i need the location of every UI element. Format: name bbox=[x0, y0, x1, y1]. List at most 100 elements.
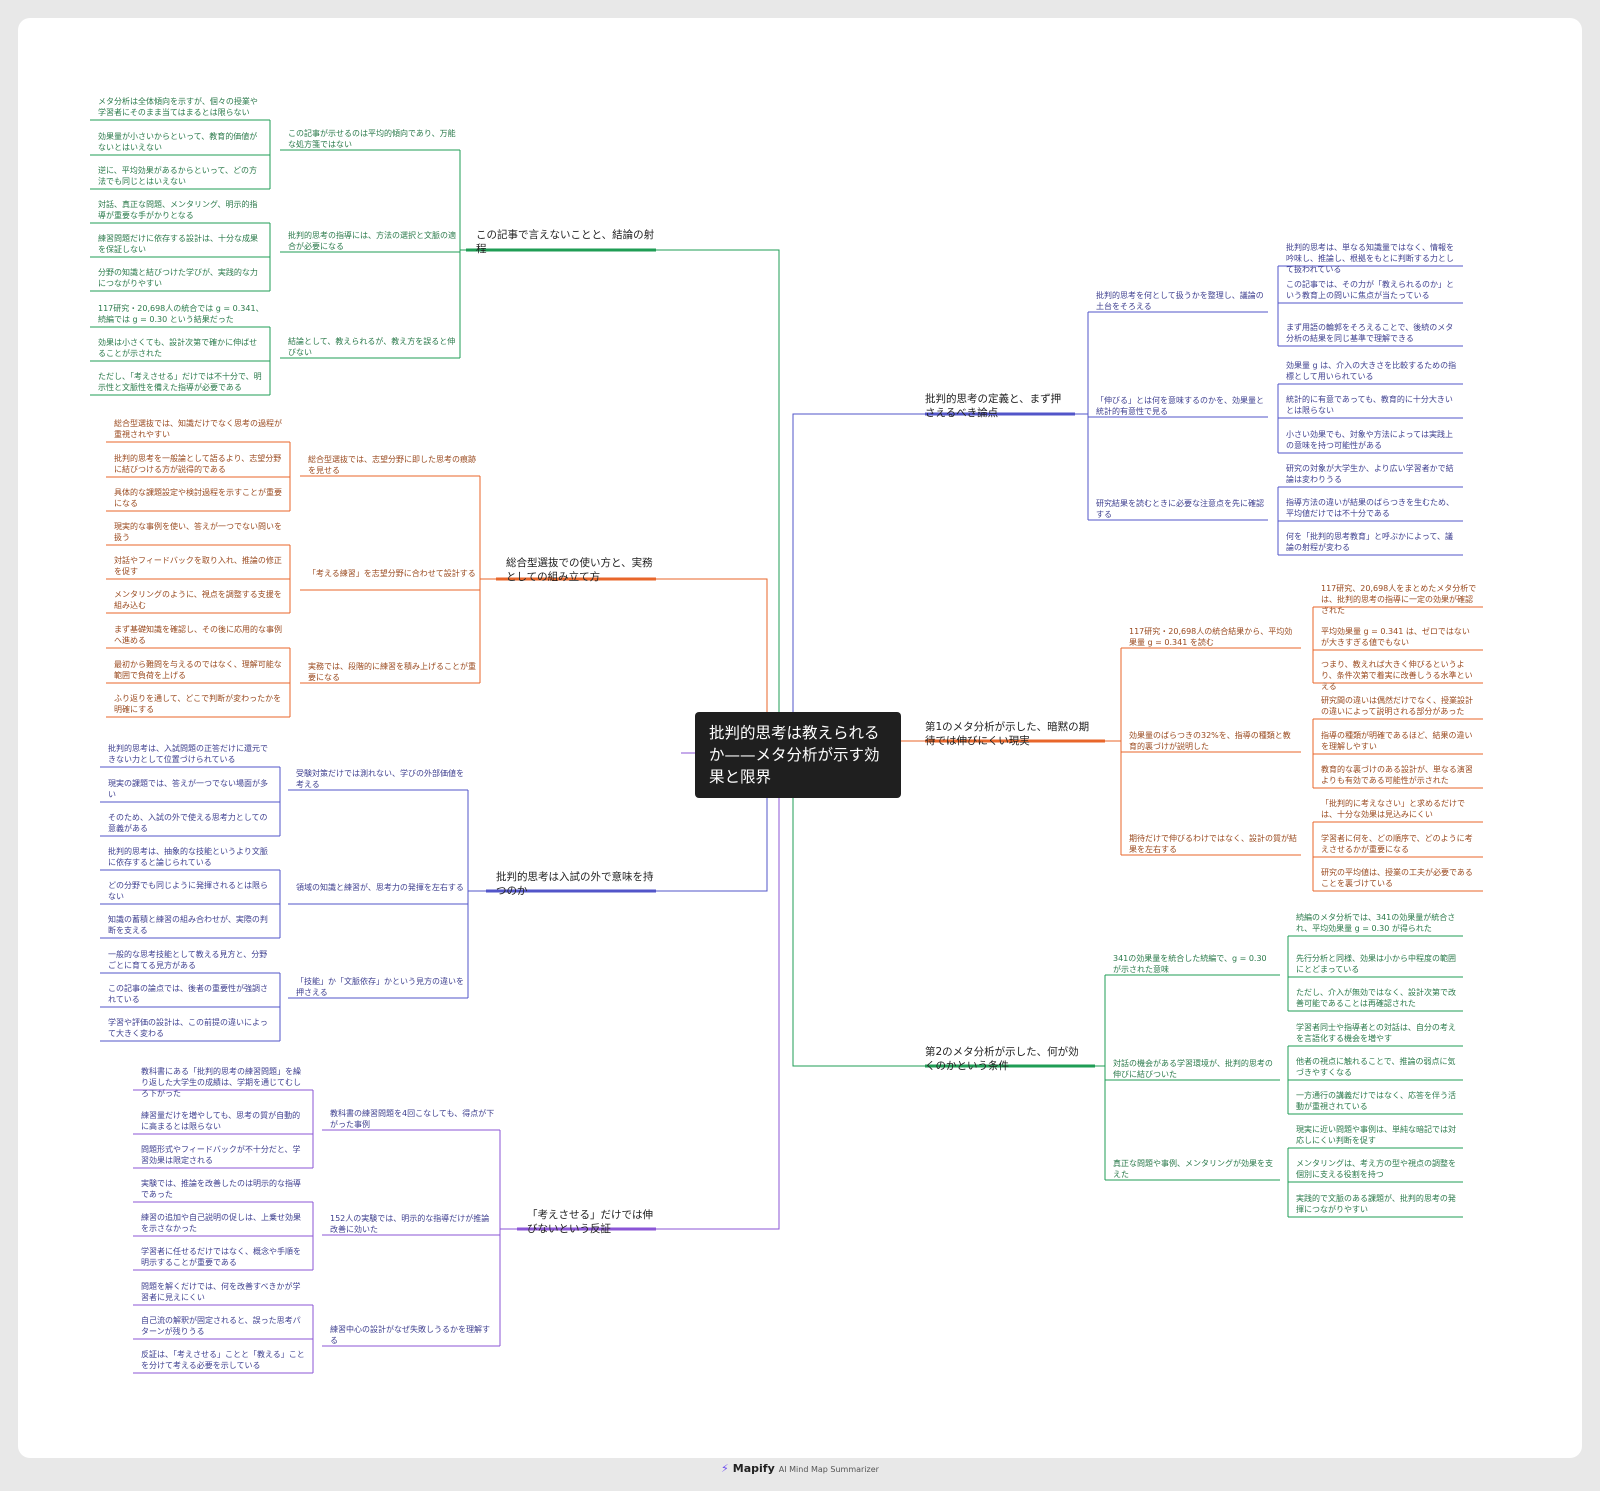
branch-scope-label[interactable]: この記事で言えないことと、結論の射程 bbox=[476, 229, 655, 255]
branch-outside-group-2-item-2[interactable]: 学習や評価の設計は、この前提の違いによって大きく変わる bbox=[108, 1018, 268, 1038]
branch-counter-group-2[interactable]: 練習中心の設計がなぜ失敗しうるかを理解する bbox=[330, 1325, 490, 1345]
branch-outside-group-1-item-1[interactable]: どの分野でも同じように発揮されるとは限らない bbox=[108, 881, 268, 901]
branch-meta1-group-1-item-1[interactable]: 指導の種類が明確であるほど、結果の違いを理解しやすい bbox=[1321, 731, 1473, 751]
branch-meta1-group-1-item-2[interactable]: 教育的な裏づけのある設計が、単なる演習よりも有効である可能性が示された bbox=[1321, 765, 1473, 785]
branch-meta1-group-1[interactable]: 効果量のばらつきの32%を、指導の種類と教育的裏づけが説明した bbox=[1129, 731, 1291, 751]
branch-practice-group-0-item-1[interactable]: 批判的思考を一般論として語るより、志望分野に結びつける方が説得的である bbox=[114, 454, 282, 474]
branch-definition-group-2-item-0[interactable]: 研究の対象が大学生か、より広い学習者かで結論は変わりうる bbox=[1286, 464, 1454, 484]
branch-practice-group-0-item-2[interactable]: 具体的な課題設定や検討過程を示すことが重要になる bbox=[114, 488, 282, 508]
root-node[interactable]: 批判的思考は教えられるか——メタ分析が示す効果と限界 bbox=[695, 712, 901, 798]
branch-practice-group-1-item-0[interactable]: 現実的な事例を使い、答えが一つでない問いを扱う bbox=[114, 522, 282, 542]
branch-outside-group-0-item-1[interactable]: 現実の課題では、答えが一つでない場面が多い bbox=[108, 779, 268, 799]
branch-meta2-group-0-item-1[interactable]: 先行分析と同様、効果は小から中程度の範囲にとどまっている bbox=[1296, 954, 1456, 974]
branch-meta1-group-2-item-2[interactable]: 研究の平均値は、授業の工夫が必要であることを裏づけている bbox=[1321, 868, 1473, 888]
mind-map-connectors bbox=[90, 119, 1483, 1374]
branch-practice-group-2-item-0[interactable]: まず基礎知識を確認し、その後に応用的な事例へ進める bbox=[114, 625, 282, 645]
brand-name: Mapify bbox=[732, 1462, 775, 1475]
branch-scope-group-2[interactable]: 結論として、教えられるが、教え方を誤ると伸びない bbox=[288, 337, 456, 357]
branch-counter-group-1-item-0[interactable]: 実験では、推論を改善したのは明示的な指導であった bbox=[141, 1179, 301, 1199]
branch-counter-trunk bbox=[656, 752, 780, 1230]
branch-meta2-group-1-item-2[interactable]: 一方通行の講義だけではなく、応答を伴う活動が重視されている bbox=[1296, 1091, 1456, 1111]
branch-outside-group-2-item-0[interactable]: 一般的な思考技能として教える見方と、分野ごとに育てる見方がある bbox=[108, 950, 268, 970]
branch-meta1-label[interactable]: 第1のメタ分析が示した、暗黙の期待では伸びにくい現実 bbox=[925, 721, 1090, 747]
branch-scope-group-0[interactable]: この記事が示せるのは平均的傾向であり、万能な処方箋ではない bbox=[288, 129, 456, 149]
branch-practice-group-2-item-1[interactable]: 最初から難問を与えるのではなく、理解可能な範囲で負荷を上げる bbox=[114, 660, 282, 680]
branch-counter-group-1[interactable]: 152人の実験では、明示的な指導だけが推論改善に効いた bbox=[330, 1214, 490, 1234]
branch-counter-group-0-item-2[interactable]: 問題形式やフィードバックが不十分だと、学習効果は限定される bbox=[141, 1145, 301, 1165]
branch-counter-group-2-item-1[interactable]: 自己流の解釈が固定されると、誤った思考パターンが残りうる bbox=[141, 1316, 301, 1336]
branch-meta1-group-2-item-1[interactable]: 学習者に何を、どの順序で、どのように考えさせるかが重要になる bbox=[1321, 834, 1473, 854]
branch-meta1-group-0-item-0[interactable]: 117研究、20,698人をまとめたメタ分析では、批判的思考の指導に一定の効果が… bbox=[1321, 584, 1477, 615]
mind-map-canvas[interactable]: 批判的思考は教えられるか——メタ分析が示す効果と限界 この記事で言えないことと、… bbox=[18, 18, 1582, 1458]
branch-scope-trunk bbox=[656, 249, 780, 754]
branch-outside-group-0-item-0[interactable]: 批判的思考は、入試問題の正答だけに還元できない力として位置づけられている bbox=[108, 744, 268, 764]
branch-meta1-group-2-item-0[interactable]: 「批判的に考えなさい」と求めるだけでは、十分な効果は見込みにくい bbox=[1321, 799, 1465, 819]
branch-meta2-group-2-item-1[interactable]: メンタリングは、考え方の型や視点の調整を個別に支える役割を持つ bbox=[1296, 1159, 1456, 1179]
branch-definition-group-2-item-1[interactable]: 指導方法の違いが結果のばらつきを生むため、平均値だけでは不十分である bbox=[1286, 498, 1454, 518]
branch-outside-group-2[interactable]: 「技能」か「文脈依存」かという見方の違いを押さえる bbox=[296, 977, 464, 997]
branch-counter-group-0-item-1[interactable]: 練習量だけを増やしても、思考の質が自動的に高まるとは限らない bbox=[141, 1111, 301, 1131]
branch-outside-group-0[interactable]: 受験対策だけでは測れない、学びの外部価値を考える bbox=[296, 769, 464, 789]
branch-definition-group-0-item-0[interactable]: 批判的思考は、単なる知識量ではなく、情報を吟味し、推論し、根拠をもとに判断する力… bbox=[1286, 243, 1454, 274]
branch-outside-group-1-item-0[interactable]: 批判的思考は、抽象的な技能というより文脈に依存すると論じられている bbox=[108, 847, 268, 867]
branch-definition-group-2-item-2[interactable]: 何を「批判的思考教育」と呼ぶかによって、議論の射程が変わる bbox=[1286, 532, 1453, 552]
branch-meta2-group-0-item-2[interactable]: ただし、介入が無効ではなく、設計次第で改善可能であることは再確認された bbox=[1296, 988, 1456, 1008]
branch-scope-group-0-item-2[interactable]: 逆に、平均効果があるからといって、どの方法でも同じとはいえない bbox=[98, 166, 257, 186]
branch-meta2-group-0-item-0[interactable]: 続編のメタ分析では、341の効果量が統合され、平均効果量 g = 0.30 が得… bbox=[1296, 913, 1456, 933]
branch-meta1-group-0[interactable]: 117研究・20,698人の統合結果から、平均効果量 g = 0.341 を読む bbox=[1129, 627, 1293, 647]
branch-counter-group-1-item-2[interactable]: 学習者に任せるだけではなく、概念や手順を明示することが重要である bbox=[141, 1247, 301, 1267]
branch-scope-group-1-item-0[interactable]: 対話、真正な問題、メンタリング、明示的指導が重要な手がかりとなる bbox=[98, 200, 258, 220]
branch-definition-group-2[interactable]: 研究結果を読むときに必要な注意点を先に確認する bbox=[1096, 499, 1264, 519]
branch-scope-group-2-item-2[interactable]: ただし、「考えさせる」だけでは不十分で、明示性と文脈性を備えた指導が必要である bbox=[98, 372, 262, 392]
branch-definition-group-1-item-2[interactable]: 小さい効果でも、対象や方法によっては実践上の意味を持つ可能性がある bbox=[1286, 430, 1453, 450]
branch-meta1-group-0-item-2[interactable]: つまり、教えれば大きく伸びるというより、条件次第で着実に改善しうる水準といえる bbox=[1321, 660, 1473, 691]
branch-definition-group-0-item-1[interactable]: この記事では、その力が「教えられるのか」という教育上の問いに焦点が当たっている bbox=[1286, 280, 1454, 300]
branch-meta2-group-2-item-0[interactable]: 現実に近い問題や事例は、単純な暗記では対応しにくい判断を促す bbox=[1296, 1125, 1456, 1145]
branch-definition-label[interactable]: 批判的思考の定義と、まず押さえるべき論点 bbox=[925, 393, 1062, 419]
branch-definition-trunk bbox=[792, 413, 925, 754]
branch-counter-group-0[interactable]: 教科書の練習問題を4回こなしても、得点が下がった事例 bbox=[330, 1109, 495, 1129]
branch-meta2-group-1-item-0[interactable]: 学習者同士や指導者との対話は、自分の考えを言語化する機会を増やす bbox=[1296, 1023, 1456, 1043]
branch-scope-group-2-item-0[interactable]: 117研究・20,698人の統合では g = 0.341、続編では g = 0.… bbox=[98, 304, 264, 324]
branch-outside-group-1[interactable]: 領域の知識と練習が、思考力の発揮を左右する bbox=[296, 883, 464, 892]
branch-scope-group-1[interactable]: 批判的思考の指導には、方法の選択と文脈の適合が必要になる bbox=[288, 231, 456, 251]
branch-meta2-group-2-item-2[interactable]: 実践的で文脈のある課題が、批判的思考の発揮につながりやすい bbox=[1296, 1194, 1456, 1214]
branch-scope-group-0-item-0[interactable]: メタ分析は全体傾向を示すが、個々の授業や学習者にそのまま当てはまるとは限らない bbox=[98, 97, 258, 117]
branch-meta2-group-0[interactable]: 341の効果量を統合した続編で、g = 0.30 が示された意味 bbox=[1113, 954, 1267, 974]
branch-practice-group-1-item-1[interactable]: 対話やフィードバックを取り入れ、推論の修正を促す bbox=[114, 556, 282, 576]
branch-scope-group-1-item-1[interactable]: 練習問題だけに依存する設計は、十分な成果を保証しない bbox=[98, 234, 258, 254]
branch-counter-group-2-item-2[interactable]: 反証は、「考えさせる」ことと「教える」ことを分けて考える必要を示している bbox=[141, 1350, 305, 1370]
branch-counter-label[interactable]: 「考えさせる」だけでは伸びないという反証 bbox=[527, 1209, 653, 1235]
branch-definition-group-0-item-2[interactable]: まず用語の輪郭をそろえることで、後続のメタ分析の結果を同じ基準で理解できる bbox=[1286, 323, 1454, 343]
branch-meta2-label[interactable]: 第2のメタ分析が示した、何が効くのかという条件 bbox=[925, 1046, 1079, 1072]
branch-practice-group-1[interactable]: 「考える練習」を志望分野に合わせて設計する bbox=[308, 569, 476, 578]
branch-practice-group-2-item-2[interactable]: ふり返りを通して、どこで判断が変わったかを明確にする bbox=[114, 694, 282, 714]
branch-scope-group-2-item-1[interactable]: 効果は小さくても、設計次第で確かに伸ばせることが示された bbox=[98, 338, 258, 358]
branch-practice-label[interactable]: 総合型選抜での使い方と、実務としての組み立て方 bbox=[506, 557, 653, 583]
branch-definition-group-1-item-1[interactable]: 統計的に有意であっても、教育的に十分大きいとは限らない bbox=[1286, 395, 1453, 415]
branch-practice-group-1-item-2[interactable]: メンタリングのように、視点を調整する支援を組み込む bbox=[114, 590, 282, 610]
branch-scope-group-1-item-2[interactable]: 分野の知識と結びつけた学びが、実践的な力につながりやすい bbox=[98, 268, 258, 288]
branch-meta1-group-2[interactable]: 期待だけで伸びるわけではなく、設計の質が結果を左右する bbox=[1129, 834, 1297, 854]
branch-meta2-trunk bbox=[792, 752, 925, 1067]
branch-meta2-group-1-item-1[interactable]: 他者の視点に触れることで、推論の弱点に気づきやすくなる bbox=[1296, 1057, 1456, 1077]
branch-outside-label[interactable]: 批判的思考は入試の外で意味を持つのか bbox=[496, 871, 654, 897]
branch-counter-group-1-item-1[interactable]: 練習の追加や自己説明の促しは、上乗せ効果を示さなかった bbox=[141, 1213, 301, 1233]
branch-outside-group-2-item-1[interactable]: この記事の論点では、後者の重要性が強調されている bbox=[108, 984, 268, 1004]
branch-outside-group-0-item-2[interactable]: そのため、入試の外で使える思考力としての意義がある bbox=[108, 813, 268, 833]
branch-meta2-group-2[interactable]: 真正な問題や事例、メンタリングが効果を支えた bbox=[1113, 1159, 1273, 1179]
branch-practice-group-2[interactable]: 実務では、段階的に練習を積み上げることが重要になる bbox=[308, 662, 476, 682]
branch-definition-group-0[interactable]: 批判的思考を何として扱うかを整理し、議論の土台をそろえる bbox=[1096, 291, 1264, 311]
branch-meta1-group-1-item-0[interactable]: 研究間の違いは偶然だけでなく、授業設計の違いによって説明される部分があった bbox=[1321, 696, 1473, 716]
branch-outside-group-1-item-2[interactable]: 知識の蓄積と練習の組み合わせが、実際の判断を支える bbox=[108, 915, 268, 935]
branch-counter-group-2-item-0[interactable]: 問題を解くだけでは、何を改善すべきかが学習者に見えにくい bbox=[141, 1282, 301, 1302]
brand-tagline: AI Mind Map Summarizer bbox=[778, 1465, 879, 1474]
branch-counter-group-0-item-0[interactable]: 教科書にある「批判的思考の練習問題」を繰り返した大学生の成績は、学期を通じてむし… bbox=[141, 1067, 301, 1098]
branch-practice-group-0-item-0[interactable]: 総合型選抜では、知識だけでなく思考の過程が重視されやすい bbox=[114, 419, 282, 439]
branch-practice-group-0[interactable]: 総合型選抜では、志望分野に即した思考の痕跡を見せる bbox=[308, 455, 476, 475]
branch-meta1-group-0-item-1[interactable]: 平均効果量 g = 0.341 は、ゼロではないが大きすぎる値でもない bbox=[1321, 627, 1470, 647]
branch-definition-group-1[interactable]: 「伸びる」とは何を意味するのかを、効果量と統計的有意性で見る bbox=[1096, 396, 1264, 416]
branch-meta2-group-1[interactable]: 対話の機会がある学習環境が、批判的思考の伸びに結びついた bbox=[1113, 1059, 1273, 1079]
branch-scope-group-0-item-1[interactable]: 効果量が小さいからといって、教育的価値がないとはいえない bbox=[98, 132, 258, 152]
branch-definition-group-1-item-0[interactable]: 効果量 g は、介入の大きさを比較するための指標として用いられている bbox=[1286, 361, 1457, 381]
